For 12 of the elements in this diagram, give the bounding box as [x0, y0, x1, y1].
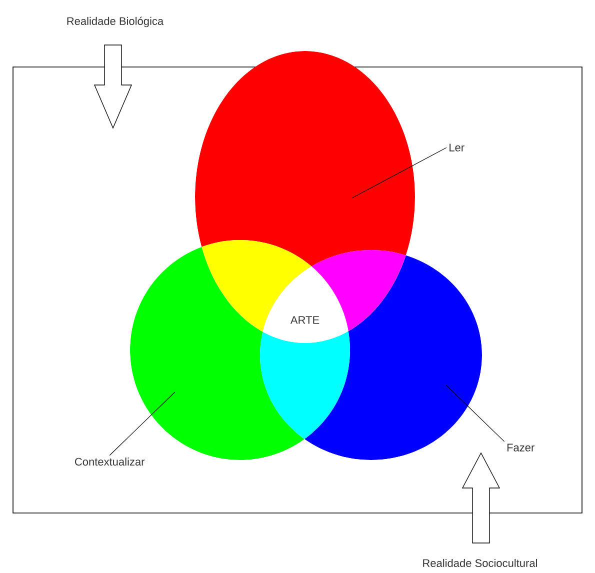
leader-line — [446, 384, 505, 442]
center-label: ARTE — [290, 316, 320, 324]
frame-box — [12, 66, 582, 514]
label-text: Ler — [450, 144, 464, 152]
label-text: Realidade Biológica — [67, 16, 164, 28]
block-arrow — [462, 452, 500, 544]
label-text: Realidade Sociocultural — [423, 558, 538, 568]
leader-line — [352, 147, 447, 198]
label-text: Contextualizar — [75, 458, 145, 466]
leader-line — [109, 392, 176, 456]
label-text: Fazer — [507, 444, 534, 452]
block-arrow — [94, 44, 132, 129]
